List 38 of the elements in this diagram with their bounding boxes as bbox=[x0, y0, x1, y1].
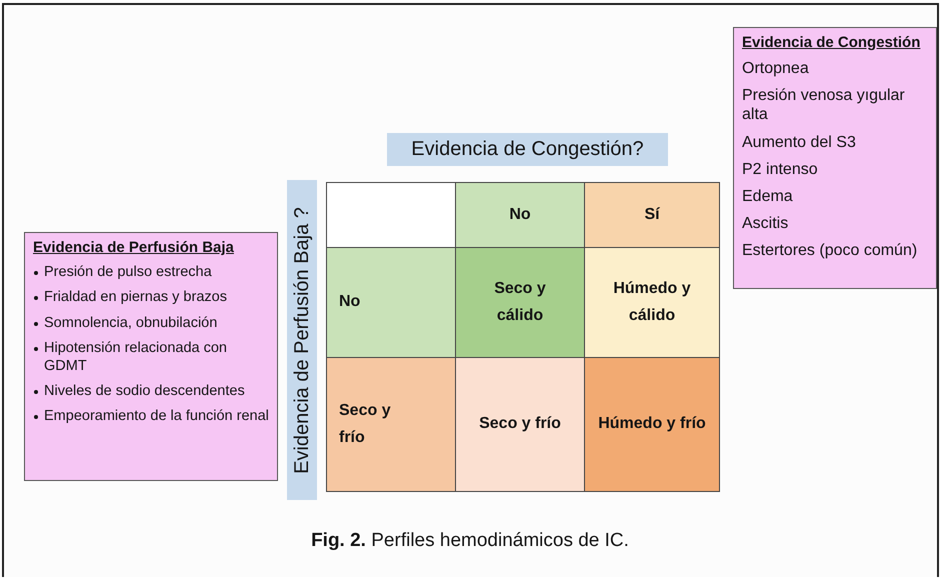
axis-label: Evidencia de Congestión? bbox=[411, 138, 644, 161]
axis-label-band bbox=[387, 133, 668, 166]
matrix-cell bbox=[326, 247, 456, 358]
list-item: Ascitis bbox=[742, 214, 790, 234]
list-item: Aumento del S3 bbox=[742, 132, 857, 152]
list-item: Niveles de sodio descendentes bbox=[33, 382, 269, 400]
cell-text: No bbox=[339, 292, 360, 312]
matrix-cell bbox=[584, 247, 720, 358]
matrix-cell bbox=[584, 182, 720, 248]
matrix-cell bbox=[455, 182, 585, 248]
cell-text: Húmedo y frío bbox=[598, 414, 706, 434]
matrix-cell bbox=[455, 247, 585, 358]
symptom-list-box bbox=[24, 232, 278, 481]
cell-text: Seco y frío bbox=[339, 401, 392, 448]
list-heading: Evidencia de Perfusión Baja bbox=[33, 239, 235, 256]
cell-text: Seco y frío bbox=[479, 414, 561, 434]
matrix-cell bbox=[326, 357, 456, 492]
list-item: Presión venosa yıgular alta bbox=[742, 86, 906, 125]
cell-text: No bbox=[509, 204, 531, 225]
list-item: P2 intenso bbox=[742, 160, 819, 179]
list-item: Estertores (poco común) bbox=[742, 241, 918, 260]
cell-text: Seco y cálido bbox=[493, 279, 547, 326]
list-item: Frialdad en piernas y brazos bbox=[33, 289, 269, 307]
list-item: Presión de pulso estrecha bbox=[33, 264, 269, 282]
figure-caption: Fig. 2. Perfiles hemodinámicos de IC. bbox=[311, 530, 629, 551]
list-item: Ortopnea bbox=[742, 59, 810, 78]
list-item: Edema bbox=[742, 186, 794, 206]
axis-label: Evidencia de Perfusión Baja ? bbox=[290, 206, 314, 474]
cell-text: Húmedo y cálido bbox=[612, 279, 692, 326]
matrix-cell bbox=[455, 357, 585, 492]
matrix-cell bbox=[584, 357, 720, 492]
cell-text: Sí bbox=[644, 204, 660, 225]
symptom-list-box bbox=[733, 27, 937, 289]
list-item: Somnolencia, obnubilación bbox=[33, 314, 269, 332]
axis-label-band bbox=[287, 180, 317, 500]
list-heading: Evidencia de Congestión bbox=[742, 34, 922, 51]
list-item: Hipotensión relacionada con GDMT bbox=[33, 340, 269, 375]
list-item: Empeoramiento de la función renal bbox=[33, 408, 269, 426]
